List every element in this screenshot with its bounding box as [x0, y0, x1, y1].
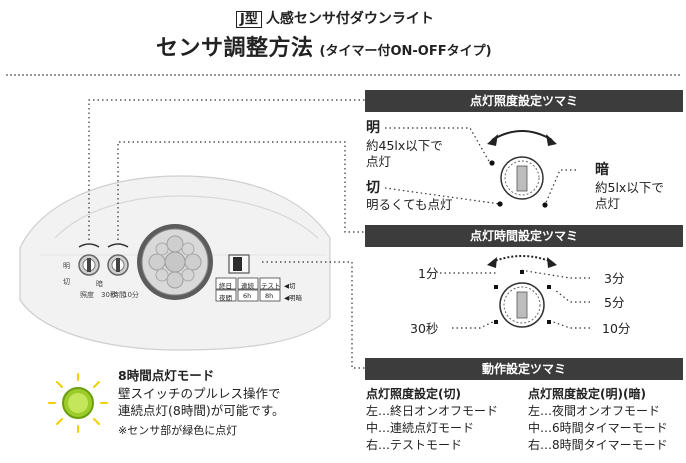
header-divider [6, 74, 680, 76]
page-title: センサ調整方法 (タイマー付ON-OFFタイプ) [156, 30, 492, 62]
brightness-knob-illustration [487, 130, 557, 208]
title-main: センサ調整方法 [156, 36, 314, 61]
mode-on-item-center: 中…6時間タイマーモード [528, 421, 668, 435]
time-3min: 3分 [604, 271, 625, 286]
eight-hour-note: ※センサ部が緑色に点灯 [118, 424, 238, 437]
time-5min: 5分 [604, 295, 625, 310]
mode-off-item-right: 右…テストモード [366, 438, 463, 452]
time-30sec: 30秒 [410, 321, 439, 336]
time-knob-illustration [487, 255, 557, 328]
knob2-label-bottom: 時間 [112, 291, 126, 299]
switch-side-off: ◀切 [284, 282, 296, 290]
type-badge: J型 [236, 11, 262, 28]
mode-on-title: 点灯照度設定(明)(暗) [528, 387, 646, 401]
leader-lines [88, 99, 590, 369]
dark-title: 暗 [595, 162, 609, 178]
switch-tag-test: テスト [261, 282, 281, 290]
knob1-label-right: 暗 [96, 280, 103, 288]
off-title: 切 [366, 180, 380, 196]
bright-desc-1: 約45lx以下で [366, 138, 443, 153]
brightness-knob-bar: 点灯照度設定ツマミ [365, 90, 683, 112]
mode-off-item-center: 中…連続点灯モード [366, 421, 475, 435]
device-time-knob [107, 243, 129, 276]
time-1min: 1分 [418, 266, 439, 281]
sensor-lens [137, 224, 213, 300]
knob2-label-left: 30秒 [101, 291, 117, 299]
mode-off-title: 点灯照度設定(切) [366, 387, 461, 401]
eight-hour-desc-1: 壁スイッチのプルレス操作で [118, 386, 281, 401]
switch-tag-night: 夜間 [219, 294, 232, 302]
off-desc: 明るくても点灯 [366, 197, 453, 212]
knob2-label-right: 10分 [123, 291, 139, 299]
switch-tag-all-day: 終日 [219, 282, 232, 290]
mode-on-item-right: 右…8時間タイマーモード [528, 438, 668, 452]
mode-off-item-left: 左…終日オンオフモード [366, 404, 499, 418]
device-brightness-knob [78, 243, 100, 276]
title-subtitle: (タイマー付ON-OFFタイプ) [319, 44, 492, 59]
switch-tag-continuous: 連続 [241, 282, 254, 290]
eight-hour-desc-2: 連続点灯(8時間)が可能です。 [118, 403, 285, 418]
type-label: 人感センサ付ダウンライト [265, 11, 434, 27]
mode-slide-switch [215, 254, 281, 302]
knob1-label-top: 明 [63, 262, 70, 270]
time-knob-bar: 点灯時間設定ツマミ [365, 225, 683, 247]
bright-title: 明 [366, 120, 380, 136]
mode-on-item-left: 左…夜間オンオフモード [528, 404, 661, 418]
product-type-line: J型人感センサ付ダウンライト [236, 8, 434, 28]
switch-side-on: ◀明暗 [284, 294, 302, 302]
knob1-label-left: 切 [63, 278, 70, 286]
mode-knob-bar: 動作設定ツマミ [365, 358, 683, 380]
eight-hour-title: 8時間点灯モード [118, 368, 215, 383]
green-led-icon [48, 373, 108, 433]
time-10min: 10分 [602, 321, 631, 336]
knob1-label-bottom: 照度 [80, 291, 94, 299]
dark-desc-2: 点灯 [595, 196, 621, 211]
switch-tag-8h: 8h [265, 292, 274, 300]
bright-desc-2: 点灯 [366, 154, 392, 169]
switch-tag-6h: 6h [243, 292, 252, 300]
dark-desc-1: 約5lx以下で [595, 180, 664, 195]
